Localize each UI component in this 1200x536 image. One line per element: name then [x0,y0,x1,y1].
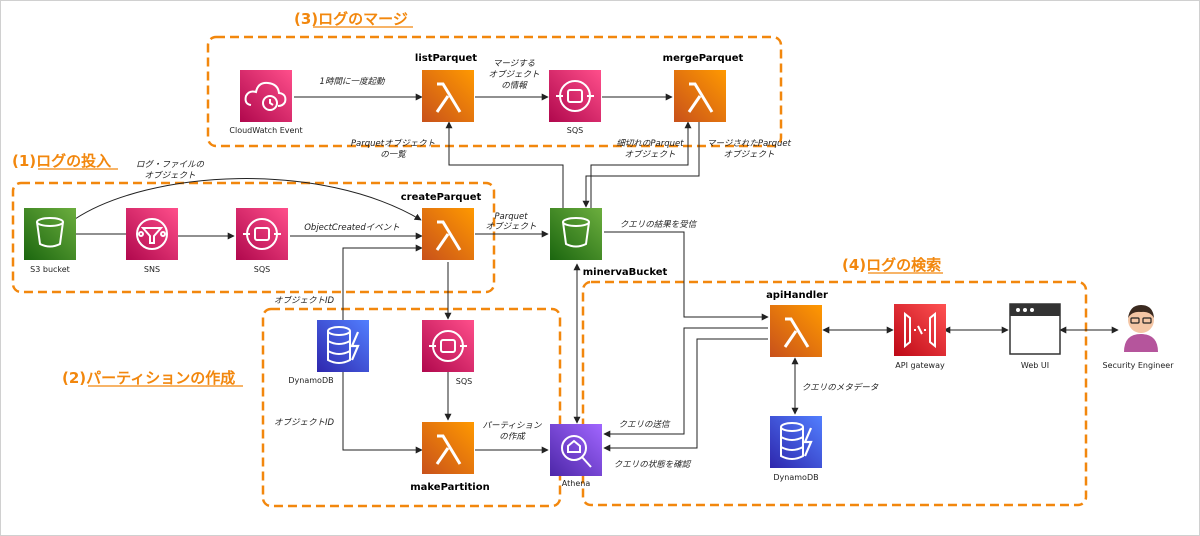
label-object-id-top: オブジェクトID [274,295,335,306]
athena-label: Athena [562,479,591,488]
security-engineer-head-icon [1128,307,1154,333]
label-merge-info-3: の情報 [501,80,528,91]
label-hourly: 1時間に一度起動 [320,76,386,87]
list-parquet-label: listParquet [415,53,477,64]
cloudwatch-event-icon [240,70,292,122]
web-ui-label: Web UI [1021,361,1049,370]
security-engineer-node[interactable]: Security Engineer [1102,305,1174,370]
edges [74,93,1119,454]
edge-s3-createparquet-curve [74,178,422,221]
list-parquet-node[interactable]: listParquet [415,53,477,122]
label-create-partition-1: パーティション [483,421,542,431]
sqs-merge-label: SQS [567,126,583,135]
sns-label: SNS [144,265,160,274]
minerva-bucket-icon [550,208,602,260]
sqs-merge-node[interactable]: SQS [549,70,601,135]
edge-mergeparquet-minerva [582,122,700,208]
create-parquet-label: createParquet [401,192,482,203]
partition-section-box [261,307,562,508]
minerva-bucket-label: minervaBucket [583,267,668,278]
edge-minerva-listparquet [445,121,564,208]
sqs-ingest-label: SQS [254,265,270,274]
sns-node[interactable]: SNS [126,208,178,274]
security-engineer-glasses-icon [1130,317,1140,324]
edge-minerva-mergeparquet [590,121,692,208]
api-handler-node[interactable]: apiHandler [766,290,828,357]
label-log-file-object-2: オブジェクト [144,170,195,181]
make-partition-label: makePartition [410,482,489,493]
edge-minerva-apihandler [604,231,769,321]
merge-section-box [206,35,783,148]
label-send-query: クエリの送信 [618,419,671,430]
api-handler-label: apiHandler [766,290,828,301]
cloudwatch-event-label: CloudWatch Event [229,126,302,135]
ingest-section-box [11,181,496,294]
merge-parquet-label: mergeParquet [663,53,744,64]
edge-dynamodb-createparquet [342,244,423,320]
label-parquet-list-1: Parquetオブジェクト [351,138,435,149]
dynamodb-right-node[interactable]: DynamoDB [770,416,822,482]
label-object-created: ObjectCreatedイベント [304,223,400,233]
edge-labels: ログ・ファイルの オブジェクト ObjectCreatedイベント Parque… [136,59,879,470]
s3-bucket-label: S3 bucket [30,265,70,274]
api-gateway-label: API gateway [895,361,945,370]
minerva-bucket-node[interactable]: minervaBucket [550,208,667,278]
athena-node[interactable]: Athena [550,424,602,488]
s3-bucket-node[interactable]: S3 bucket [24,208,76,274]
make-partition-node[interactable]: makePartition [410,422,490,493]
label-object-id-bottom: オブジェクトID [274,417,335,428]
label-small-parquet-2: オブジェクト [624,149,675,160]
label-small-parquet-1: 細切れのParquet [616,138,684,149]
merge-parquet-node[interactable]: mergeParquet [663,53,744,122]
label-check-status: クエリの状態を確認 [614,459,692,470]
label-parquet-object-1: Parquet [494,212,528,222]
athena-icon [550,424,602,476]
sqs-partition-node[interactable]: SQS [422,320,474,386]
label-merge-info-1: マージする [493,59,536,69]
sns-icon [126,208,178,260]
dynamodb-right-label: DynamoDB [773,473,818,482]
search-section-box [581,280,1088,507]
label-create-partition-2: の作成 [499,431,526,442]
web-ui-node[interactable]: Web UI [1009,303,1061,370]
sqs-partition-label: SQS [456,377,472,386]
s3-bucket-icon [24,208,76,260]
security-engineer-body-icon [1124,334,1158,352]
api-gateway-node[interactable]: API gateway [894,304,946,370]
label-receive-result: クエリの結果を受信 [620,219,698,230]
create-parquet-node[interactable]: createParquet [401,192,482,260]
label-merged-parquet-2: オブジェクト [723,149,774,160]
dynamodb-left-label: DynamoDB [288,376,333,385]
label-merge-info-2: オブジェクト [488,69,539,80]
dynamodb-left-node[interactable]: DynamoDB [288,320,369,385]
label-query-metadata: クエリのメタデータ [802,382,879,393]
sqs-ingest-node[interactable]: SQS [236,208,288,274]
section-title-partition: (2)パーティションの作成 [62,369,235,387]
label-merged-parquet-1: マージされたParquet [707,139,792,149]
label-parquet-list-2: の一覧 [380,149,407,160]
edge-apihandler-athena-send [603,327,768,438]
label-log-file-object-1: ログ・ファイルの [136,159,205,170]
label-parquet-object-2: オブジェクト [485,221,536,232]
section-title-merge: (3)ログのマージ [294,10,408,28]
edge-dynamodb-makepartition [342,372,423,454]
cloudwatch-event-node[interactable]: CloudWatch Event [229,70,303,135]
security-engineer-label: Security Engineer [1102,361,1174,370]
section-title-search: (4)ログの検索 [842,256,941,274]
edge-apihandler-athena-status [603,338,768,452]
section-title-ingest: (1)ログの投入 [12,152,111,170]
